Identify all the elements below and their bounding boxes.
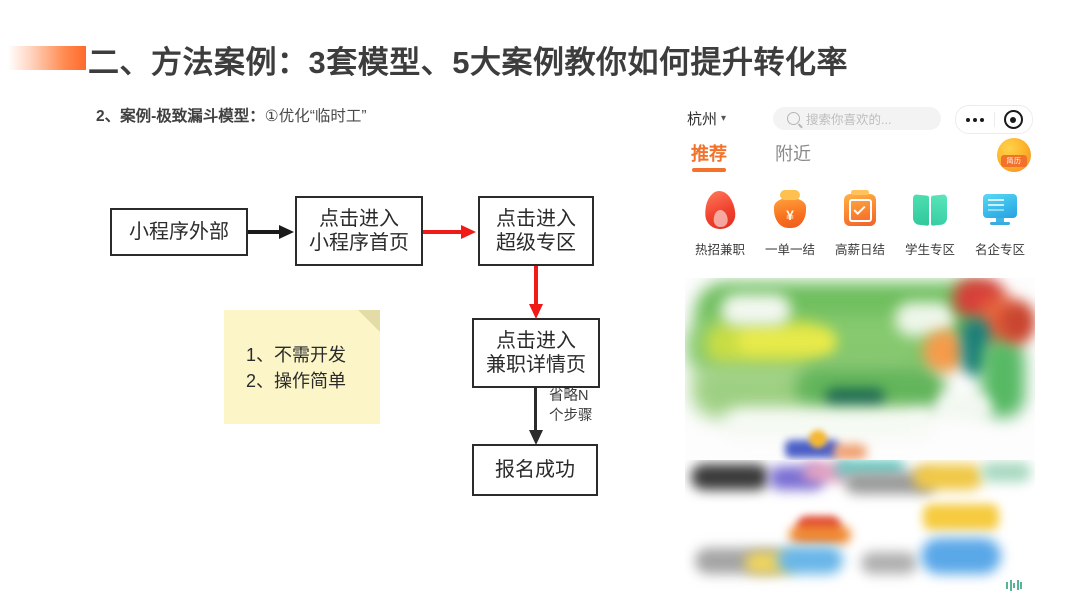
subtitle-light: ①优化“临时工”: [264, 108, 367, 125]
nav-label-hot-jobs: 热招兼职: [694, 243, 745, 257]
sticky-note-text: 1、不需开发 2、操作简单: [246, 345, 347, 392]
nav-item-top-company-zone[interactable]: 名企专区: [965, 188, 1035, 270]
avatar-badge: 简历: [1001, 155, 1027, 167]
flow-box-home: 点击进入 小程序首页: [295, 196, 423, 266]
nav-label-top-company-zone: 名企专区: [974, 243, 1025, 257]
banner-area-redacted: [685, 278, 1035, 460]
more-dots-icon[interactable]: [956, 117, 994, 122]
watermark-icon: [1003, 578, 1025, 592]
miniprogram-capsule[interactable]: [955, 105, 1033, 134]
search-icon: [787, 112, 800, 125]
subtitle-bold: 2、案例-极致漏斗模型：: [96, 108, 265, 125]
page-title: 二、方法案例：3套模型、5大案例教你如何提升转化率: [88, 45, 848, 80]
tab-active-underline: [692, 168, 726, 172]
phone-screenshot: 杭州 ▾ 搜索你喜欢的... 推荐 附近 简历 热招兼职: [685, 100, 1035, 600]
search-input[interactable]: 搜索你喜欢的...: [773, 107, 941, 130]
flow-box-signup-success: 报名成功: [472, 444, 598, 496]
flow-box-super-zone: 点击进入 超级专区: [478, 196, 594, 266]
city-selector[interactable]: 杭州 ▾: [687, 108, 726, 129]
nav-label-daily-pay: 高薪日结: [834, 243, 885, 257]
money-symbol: ¥: [786, 206, 794, 223]
title-accent-bar: [8, 46, 86, 70]
nav-item-hot-jobs[interactable]: 热招兼职: [685, 188, 755, 270]
funnel-flowchart: 小程序外部 点击进入 小程序首页 点击进入 超级专区 点击进入 兼职详情页 报名…: [110, 196, 600, 496]
search-placeholder: 搜索你喜欢的...: [806, 113, 892, 127]
flow-box-outside: 小程序外部: [110, 208, 248, 256]
sticky-note: 1、不需开发 2、操作简单: [224, 310, 380, 424]
monitor-icon: [978, 188, 1022, 232]
arrow-right-red-icon: [423, 225, 478, 239]
target-icon[interactable]: [995, 110, 1033, 129]
nav-item-daily-pay[interactable]: 高薪日结: [825, 188, 895, 270]
skip-steps-label: 省略N 个步骤: [549, 388, 593, 424]
arrow-down-red-icon: [529, 266, 543, 320]
section-subtitle: 2、案例-极致漏斗模型：①优化“临时工”: [96, 104, 367, 126]
sticky-note-fold-icon: [358, 310, 380, 332]
tab-recommend[interactable]: 推荐: [691, 144, 727, 164]
tab-nearby[interactable]: 附近: [775, 144, 811, 164]
capsule-divider: [993, 112, 995, 127]
money-bag-icon: ¥: [768, 188, 812, 232]
slide-header: 二、方法案例：3套模型、5大案例教你如何提升转化率: [0, 44, 1058, 80]
avatar[interactable]: 简历: [997, 138, 1031, 172]
nav-item-pay-per-job[interactable]: ¥ 一单一结: [755, 188, 825, 270]
nav-item-student-zone[interactable]: 学生专区: [895, 188, 965, 270]
flow-box-job-detail: 点击进入 兼职详情页: [472, 318, 600, 388]
nav-label-student-zone: 学生专区: [904, 243, 955, 257]
phone-top-bar: 杭州 ▾ 搜索你喜欢的...: [685, 100, 1035, 136]
arrow-down-black-icon: [529, 388, 543, 446]
city-label: 杭州: [687, 111, 718, 128]
content-area-redacted: [685, 460, 1035, 600]
flame-icon: [698, 188, 742, 232]
arrow-right-black-icon: [248, 225, 295, 239]
phone-tab-bar: 推荐 附近 简历: [685, 138, 1035, 176]
quick-nav-row: 热招兼职 ¥ 一单一结 高薪日结 学生专区 名企专区: [685, 188, 1035, 270]
book-icon: [908, 188, 952, 232]
chevron-down-icon: ▾: [721, 113, 727, 124]
nav-label-pay-per-job: 一单一结: [764, 243, 815, 257]
calendar-check-icon: [838, 188, 882, 232]
